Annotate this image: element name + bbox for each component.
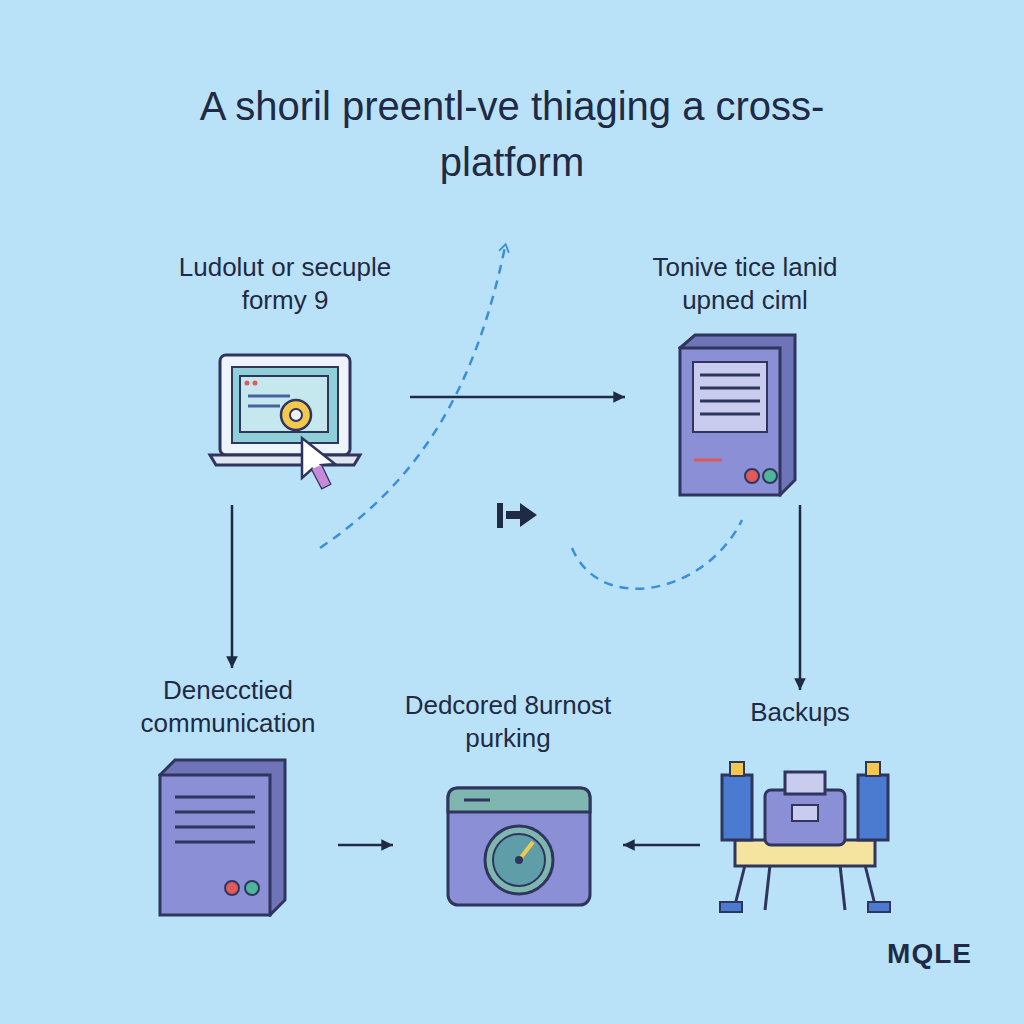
server-button: [225, 881, 239, 895]
machine-top: [785, 772, 825, 794]
connector-arrow: [623, 844, 700, 847]
node-label: Ludolut or secuple formy 9: [164, 251, 406, 317]
node-label: Denecctied communication: [122, 674, 334, 740]
laptop-node: Ludolut or secuple formy 9: [160, 245, 410, 505]
server-node: Denecctied communication: [118, 668, 338, 918]
node-label: Backups: [704, 696, 896, 729]
foot: [720, 902, 742, 912]
arrow-bar: [497, 503, 503, 528]
gauge-pivot: [515, 856, 523, 864]
device-top: [448, 788, 590, 812]
server-node: Tonive tice lanid upned ciml: [625, 245, 865, 505]
gauge: [485, 826, 553, 894]
server-panel: [693, 362, 767, 432]
window-line: [248, 395, 290, 398]
cursor-tail: [312, 465, 330, 488]
machine-body: [765, 790, 845, 845]
dashed-curve: [572, 520, 742, 589]
laptop-screen: [232, 367, 338, 443]
laptop-lid: [220, 355, 350, 455]
machine-arm: [722, 775, 752, 840]
device-node: Dedcored 8urnost purking: [393, 683, 623, 918]
node-label: Tonive tice lanid upned ciml: [629, 251, 861, 317]
connector-arrow: [799, 505, 802, 690]
server-icon: [160, 760, 285, 915]
device-slot: [464, 799, 490, 802]
machine-knob: [730, 762, 744, 776]
window-dot: [253, 381, 258, 386]
machine-window: [792, 805, 818, 821]
connector-arrow: [410, 396, 625, 399]
arrow-head: [506, 503, 537, 527]
machine-knob: [866, 762, 880, 776]
server-side: [160, 760, 285, 915]
title: A shoril preentl-ve thiaging a cross-pla…: [162, 78, 862, 190]
connector-arrow: [338, 844, 393, 847]
gear-hub: [290, 409, 302, 421]
gauge-inner: [493, 834, 545, 886]
server-led: [694, 459, 722, 462]
connector-arrow: [231, 505, 234, 668]
server-front: [160, 775, 270, 915]
window: [240, 376, 328, 432]
laptop-base: [210, 455, 360, 465]
watermark: MQLE: [887, 938, 972, 970]
laptop-icon: [210, 355, 360, 488]
arrow-symbol: [497, 503, 537, 528]
server-side: [680, 335, 795, 495]
window-dot: [245, 381, 250, 386]
server-icon: [680, 335, 795, 495]
backup-machine: [720, 762, 890, 912]
cursor: [302, 438, 335, 488]
node-label: Dedcored 8urnost purking: [397, 689, 619, 755]
gauge-device: [448, 788, 590, 905]
server-button: [745, 469, 759, 483]
server-front: [680, 348, 780, 495]
device-body: [448, 788, 590, 905]
server-button: [245, 881, 259, 895]
gear: [281, 400, 311, 430]
window-line: [248, 405, 280, 408]
backup-node: Backups: [700, 690, 900, 918]
server-button: [763, 469, 777, 483]
machine-arm: [858, 775, 888, 840]
foot: [868, 902, 890, 912]
